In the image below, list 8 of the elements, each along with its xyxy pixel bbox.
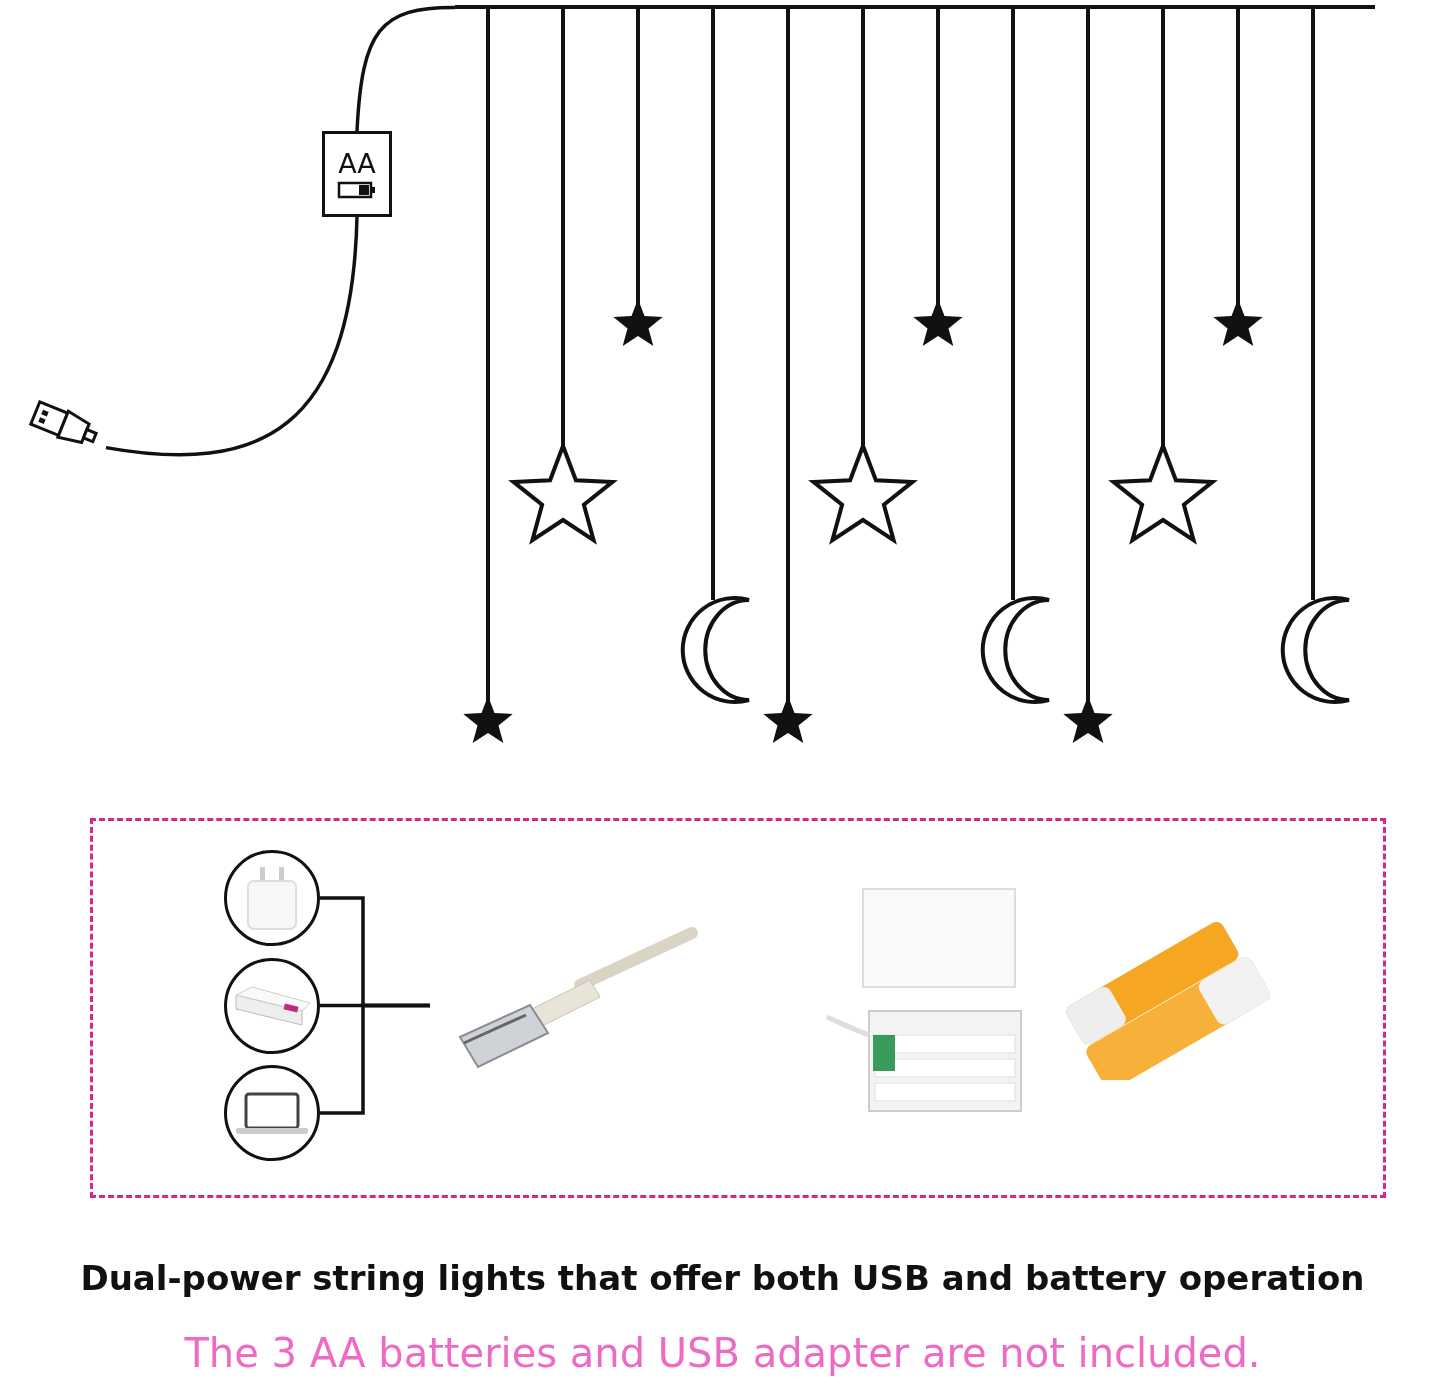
dashed-frame	[90, 818, 1386, 1198]
cable-line	[320, 1003, 430, 1115]
cable-line	[355, 5, 456, 132]
cable-line	[105, 216, 359, 457]
note: The 3 AA batteries and USB adapter are not included.	[183, 1330, 1262, 1376]
box-label: AA	[338, 149, 376, 177]
caption: Dual-power string lights that offer both USB and battery operation	[79, 1258, 1366, 1298]
battery-box	[322, 131, 392, 217]
